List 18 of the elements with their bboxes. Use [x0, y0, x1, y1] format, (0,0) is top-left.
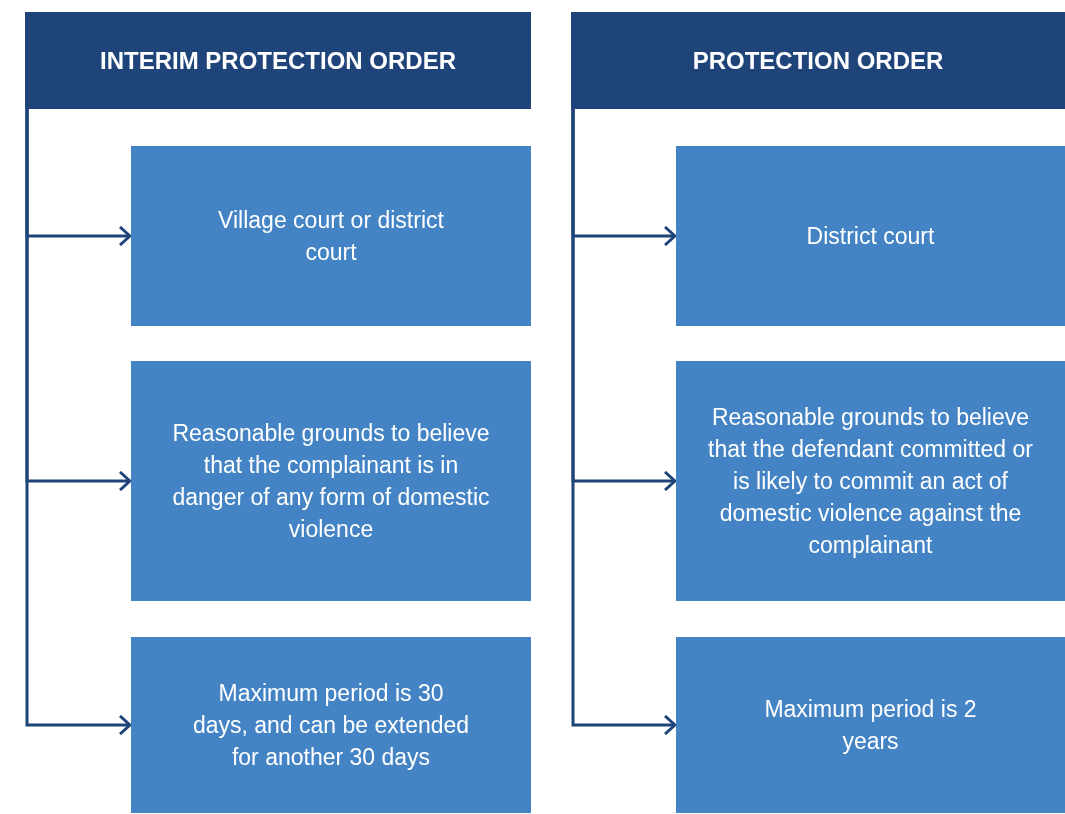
process-box — [131, 637, 531, 813]
box-text: District court — [806, 222, 935, 251]
process-box — [676, 361, 1065, 601]
header-text: INTERIM PROTECTION ORDER — [100, 46, 456, 75]
box-text: Reasonable grounds to believe that the defendant committed or is likely to commit an act of domestic violence against the complainant — [707, 403, 1034, 560]
process-box — [676, 637, 1065, 813]
header-box — [25, 12, 531, 109]
header-box — [571, 12, 1065, 109]
header-text: PROTECTION ORDER — [692, 46, 944, 75]
box-text: Reasonable grounds to believe that the complainant is in danger of any form of domestic violence — [171, 419, 491, 544]
box-text: Maximum period is 2 years — [763, 695, 978, 756]
arrow — [571, 109, 677, 736]
process-box — [131, 146, 531, 326]
process-box — [676, 146, 1065, 326]
box-text: Maximum period is 30 days, and can be extended for another 30 days — [191, 679, 471, 772]
process-box — [131, 361, 531, 601]
box-text: Village court or district court — [217, 206, 445, 267]
arrow — [25, 109, 132, 736]
